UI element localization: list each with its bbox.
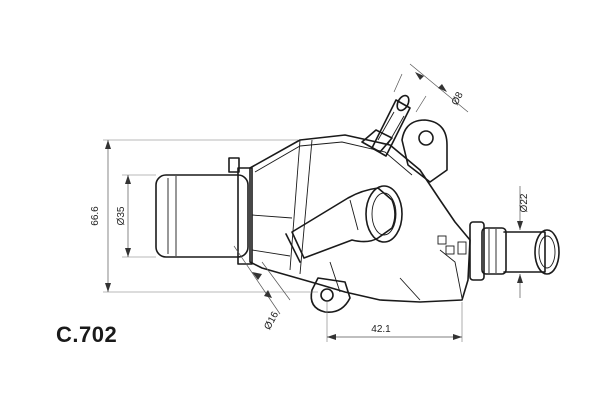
dimension-length-label: 42.1 <box>371 324 391 335</box>
dimension-outlet-diameter-label: Ø22 <box>519 193 530 212</box>
dimension-outlet-diameter: Ø22 <box>517 186 530 298</box>
dimension-vent-diameter-label: Ø8 <box>450 90 466 107</box>
outlet-pipe <box>469 221 560 281</box>
inlet-pipe <box>155 157 253 265</box>
dimension-inlet-diameter-label: Ø35 <box>116 206 127 225</box>
dimension-length: 42.1 <box>326 302 463 342</box>
top-mounting-lug <box>401 119 448 183</box>
dimension-small-port-label: Ø16 <box>262 310 281 332</box>
part-code-label: C.702 <box>56 322 118 347</box>
vent-nipple <box>361 94 411 157</box>
housing-body <box>249 134 471 303</box>
dimension-inlet-diameter: Ø35 <box>116 174 156 258</box>
elbow-port <box>285 185 403 263</box>
dimension-small-port: Ø16 <box>233 245 291 332</box>
dimension-height-label: 66.6 <box>90 206 101 226</box>
dimension-height: 66.6 <box>90 139 318 293</box>
